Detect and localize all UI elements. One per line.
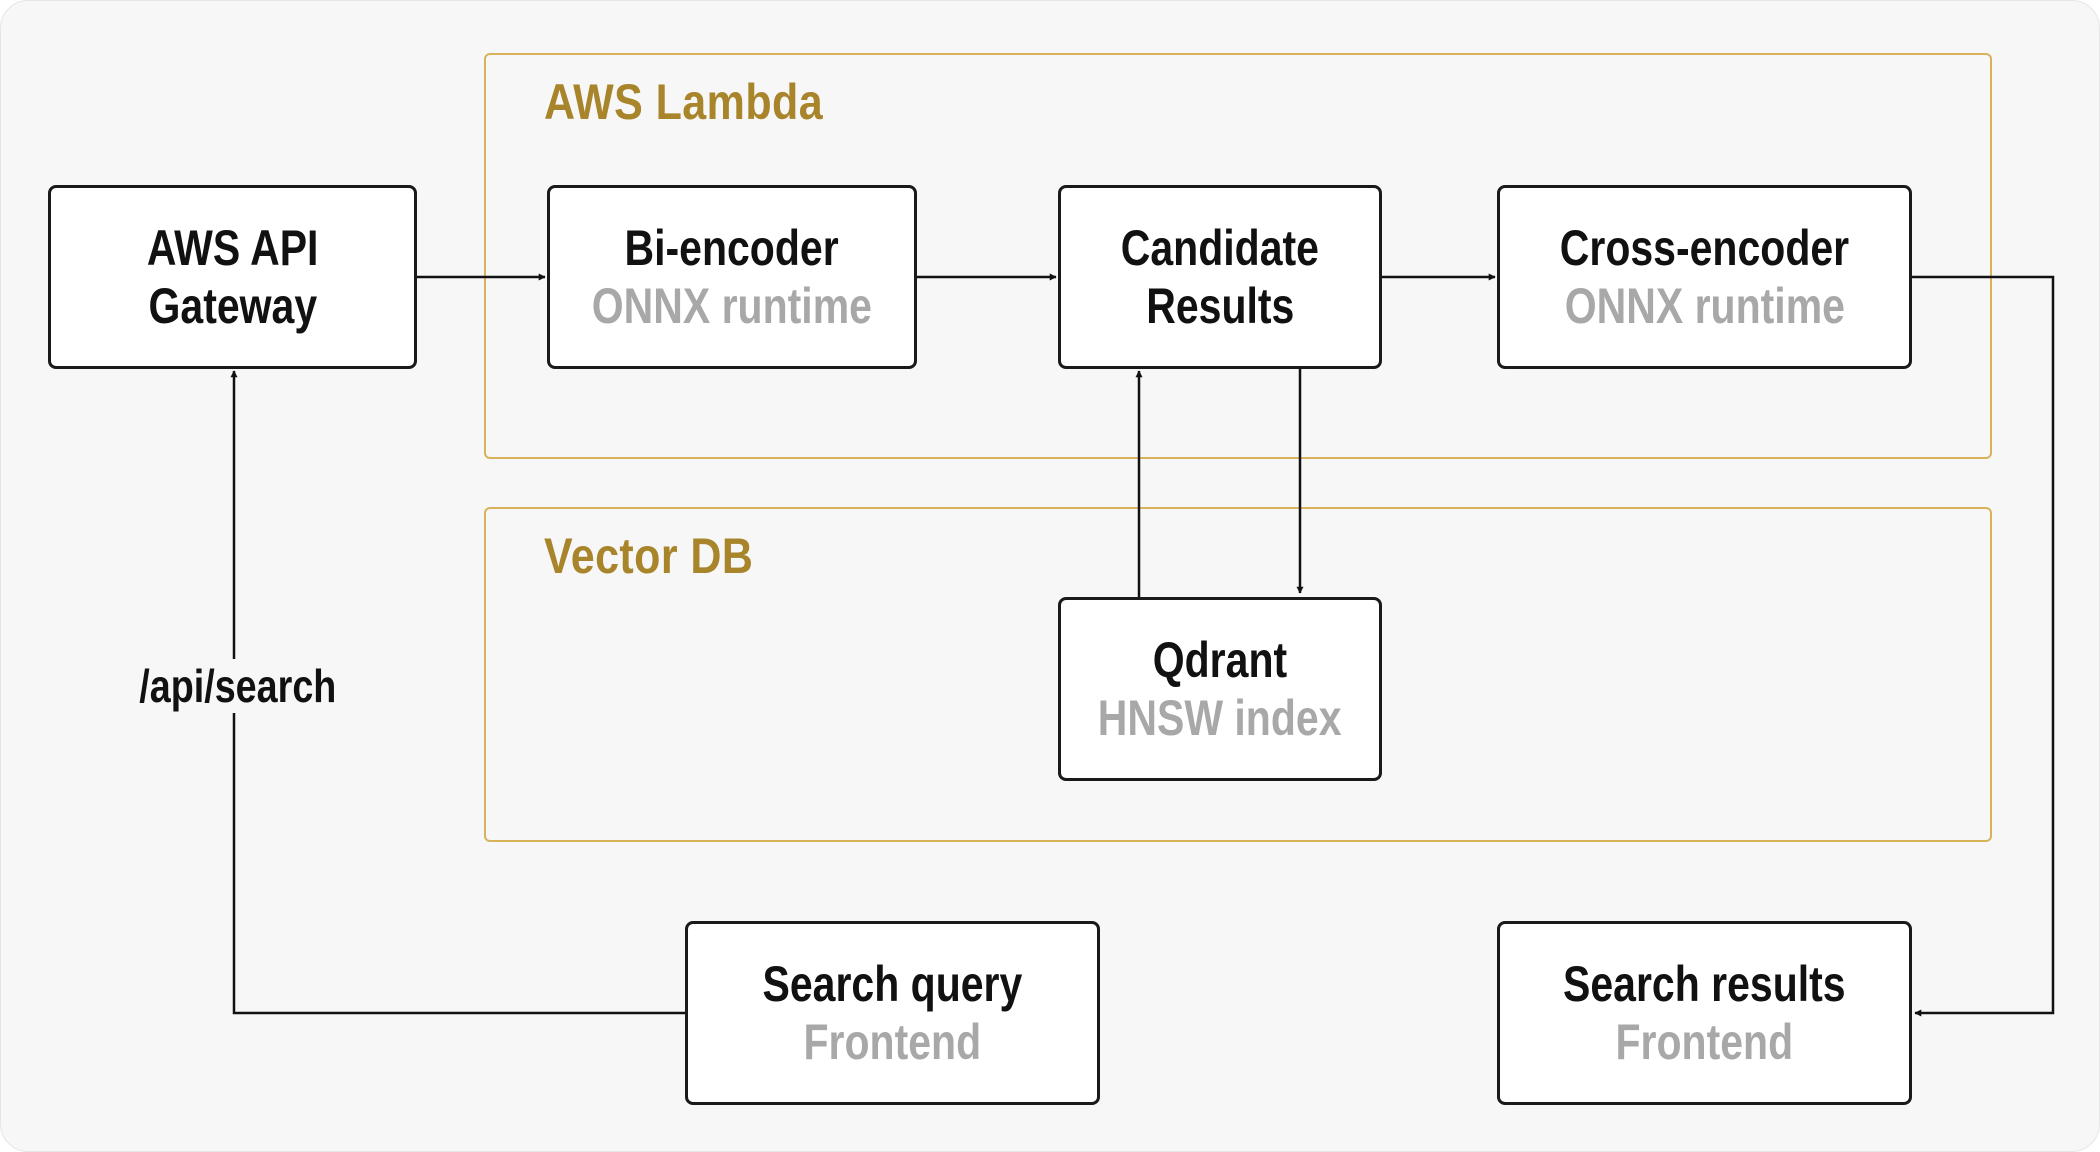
- gateway-line2: Gateway: [148, 278, 317, 334]
- aws-api-gateway-node: AWS API Gateway: [48, 185, 417, 369]
- search-query-subtitle: Frontend: [803, 1014, 982, 1070]
- qdrant-node: Qdrant HNSW index: [1058, 597, 1382, 781]
- qdrant-title: Qdrant: [1152, 631, 1288, 688]
- candidates-line1: Candidate: [1120, 219, 1320, 276]
- candidate-results-node: Candidate Results: [1058, 185, 1382, 369]
- edge-crossencoder-to-search-results: [1912, 275, 2055, 1017]
- candidates-line2: Results: [1145, 278, 1295, 334]
- search-query-title: Search query: [762, 955, 1023, 1012]
- bi-encoder-title: Bi-encoder: [624, 219, 840, 276]
- cross-encoder-node: Cross-encoder ONNX runtime: [1497, 185, 1912, 369]
- edge-search-query-to-gateway: [230, 370, 685, 1015]
- search-query-node: Search query Frontend: [685, 921, 1100, 1105]
- search-results-subtitle: Frontend: [1615, 1014, 1794, 1070]
- qdrant-subtitle: HNSW index: [1098, 690, 1342, 746]
- aws-lambda-title: AWS Lambda: [544, 74, 824, 130]
- bi-encoder-subtitle: ONNX runtime: [591, 278, 873, 334]
- aws-lambda-group: AWS Lambda: [484, 53, 1992, 459]
- cross-encoder-subtitle: ONNX runtime: [1564, 278, 1845, 334]
- api-search-label: /api/search: [139, 659, 337, 713]
- bi-encoder-node: Bi-encoder ONNX runtime: [547, 185, 917, 369]
- cross-encoder-title: Cross-encoder: [1559, 219, 1850, 276]
- vector-db-group: Vector DB: [484, 507, 1992, 842]
- search-results-node: Search results Frontend: [1497, 921, 1912, 1105]
- search-results-title: Search results: [1563, 955, 1846, 1012]
- gateway-line1: AWS API: [146, 219, 319, 276]
- vector-db-title: Vector DB: [544, 528, 754, 584]
